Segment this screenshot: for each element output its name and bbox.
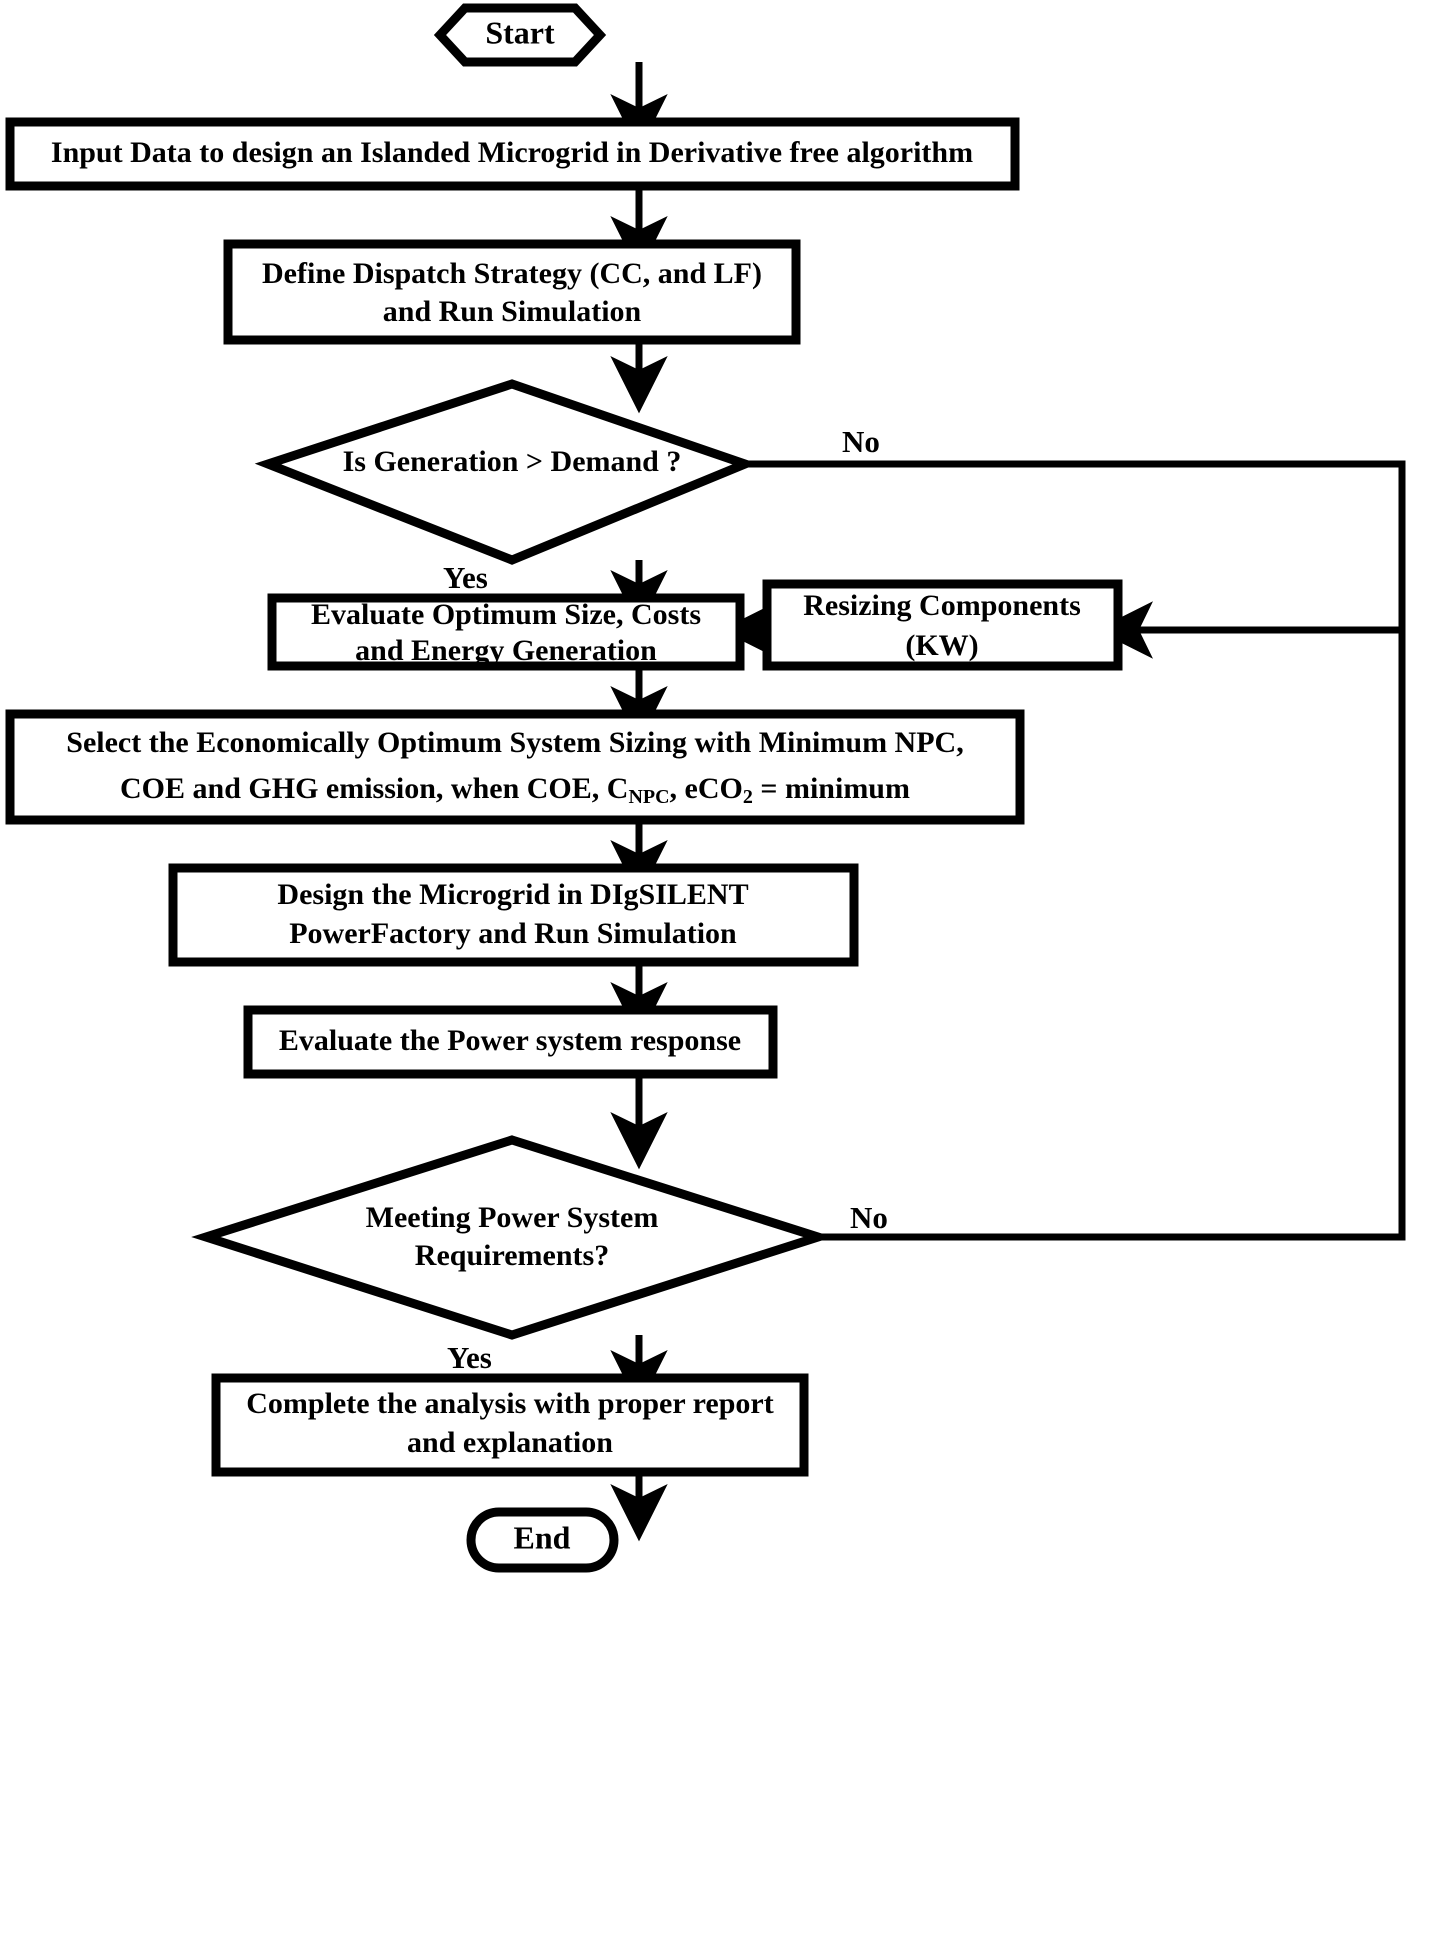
node-decision-generation[interactable] — [254, 379, 758, 565]
node-decision-requirements-line1: Meeting Power System — [366, 1201, 659, 1234]
node-evaluate-response-label: Evaluate the Power system response — [279, 1024, 741, 1057]
select-sizing-seg-a: COE and GHG emission, when COE, C — [120, 772, 628, 805]
node-decision-generation-label: Is Generation > Demand ? — [343, 445, 682, 478]
node-evaluate-response[interactable] — [243, 1005, 778, 1079]
node-input-data[interactable] — [5, 117, 1020, 191]
select-sizing-sub-2: 2 — [743, 786, 753, 808]
select-sizing-seg-c: = minimum — [753, 772, 910, 805]
node-select-sizing[interactable] — [5, 709, 1025, 825]
select-sizing-seg-b: , eCO — [670, 772, 743, 805]
node-complete-analysis[interactable] — [211, 1373, 809, 1477]
node-design-microgrid-line1: Design the Microgrid in DIgSILENT — [277, 878, 748, 911]
node-start-label: Start — [485, 14, 555, 50]
node-resizing-line1: Resizing Components — [803, 589, 1081, 622]
node-input-data-label: Input Data to design an Islanded Microgr… — [51, 136, 973, 169]
edge-label-generation-yes: Yes — [443, 560, 488, 595]
node-complete-analysis-line2: and explanation — [407, 1426, 613, 1459]
edge-label-requirements-no: No — [850, 1200, 888, 1235]
connector-decision2-no — [818, 464, 1406, 1241]
node-end[interactable] — [466, 1507, 619, 1573]
node-design-microgrid-line2: PowerFactory and Run Simulation — [289, 917, 737, 950]
select-sizing-sub-npc: NPC — [628, 786, 669, 808]
node-start[interactable] — [433, 3, 607, 67]
edge-label-generation-no: No — [842, 424, 880, 459]
node-resizing-components[interactable] — [762, 579, 1123, 671]
node-define-dispatch-line2: and Run Simulation — [383, 295, 642, 328]
node-define-dispatch-line1: Define Dispatch Strategy (CC, and LF) — [262, 257, 762, 290]
edge-label-requirements-yes: Yes — [447, 1340, 492, 1375]
node-decision-requirements[interactable] — [191, 1135, 833, 1340]
node-select-sizing-line2: COE and GHG emission, when COE, CNPC, eC… — [120, 772, 910, 808]
node-evaluate-optimum-line2: and Energy Generation — [355, 634, 657, 667]
node-end-label: End — [514, 1519, 571, 1555]
node-evaluate-optimum-line1: Evaluate Optimum Size, Costs — [311, 598, 701, 631]
node-decision-requirements-line2: Requirements? — [415, 1239, 609, 1272]
node-select-sizing-line1: Select the Economically Optimum System S… — [66, 726, 963, 759]
node-evaluate-optimum[interactable] — [267, 593, 745, 671]
node-define-dispatch[interactable] — [223, 239, 801, 345]
node-design-microgrid[interactable] — [168, 863, 859, 967]
node-resizing-line2: (KW) — [905, 629, 978, 662]
node-complete-analysis-line1: Complete the analysis with proper report — [246, 1387, 773, 1420]
